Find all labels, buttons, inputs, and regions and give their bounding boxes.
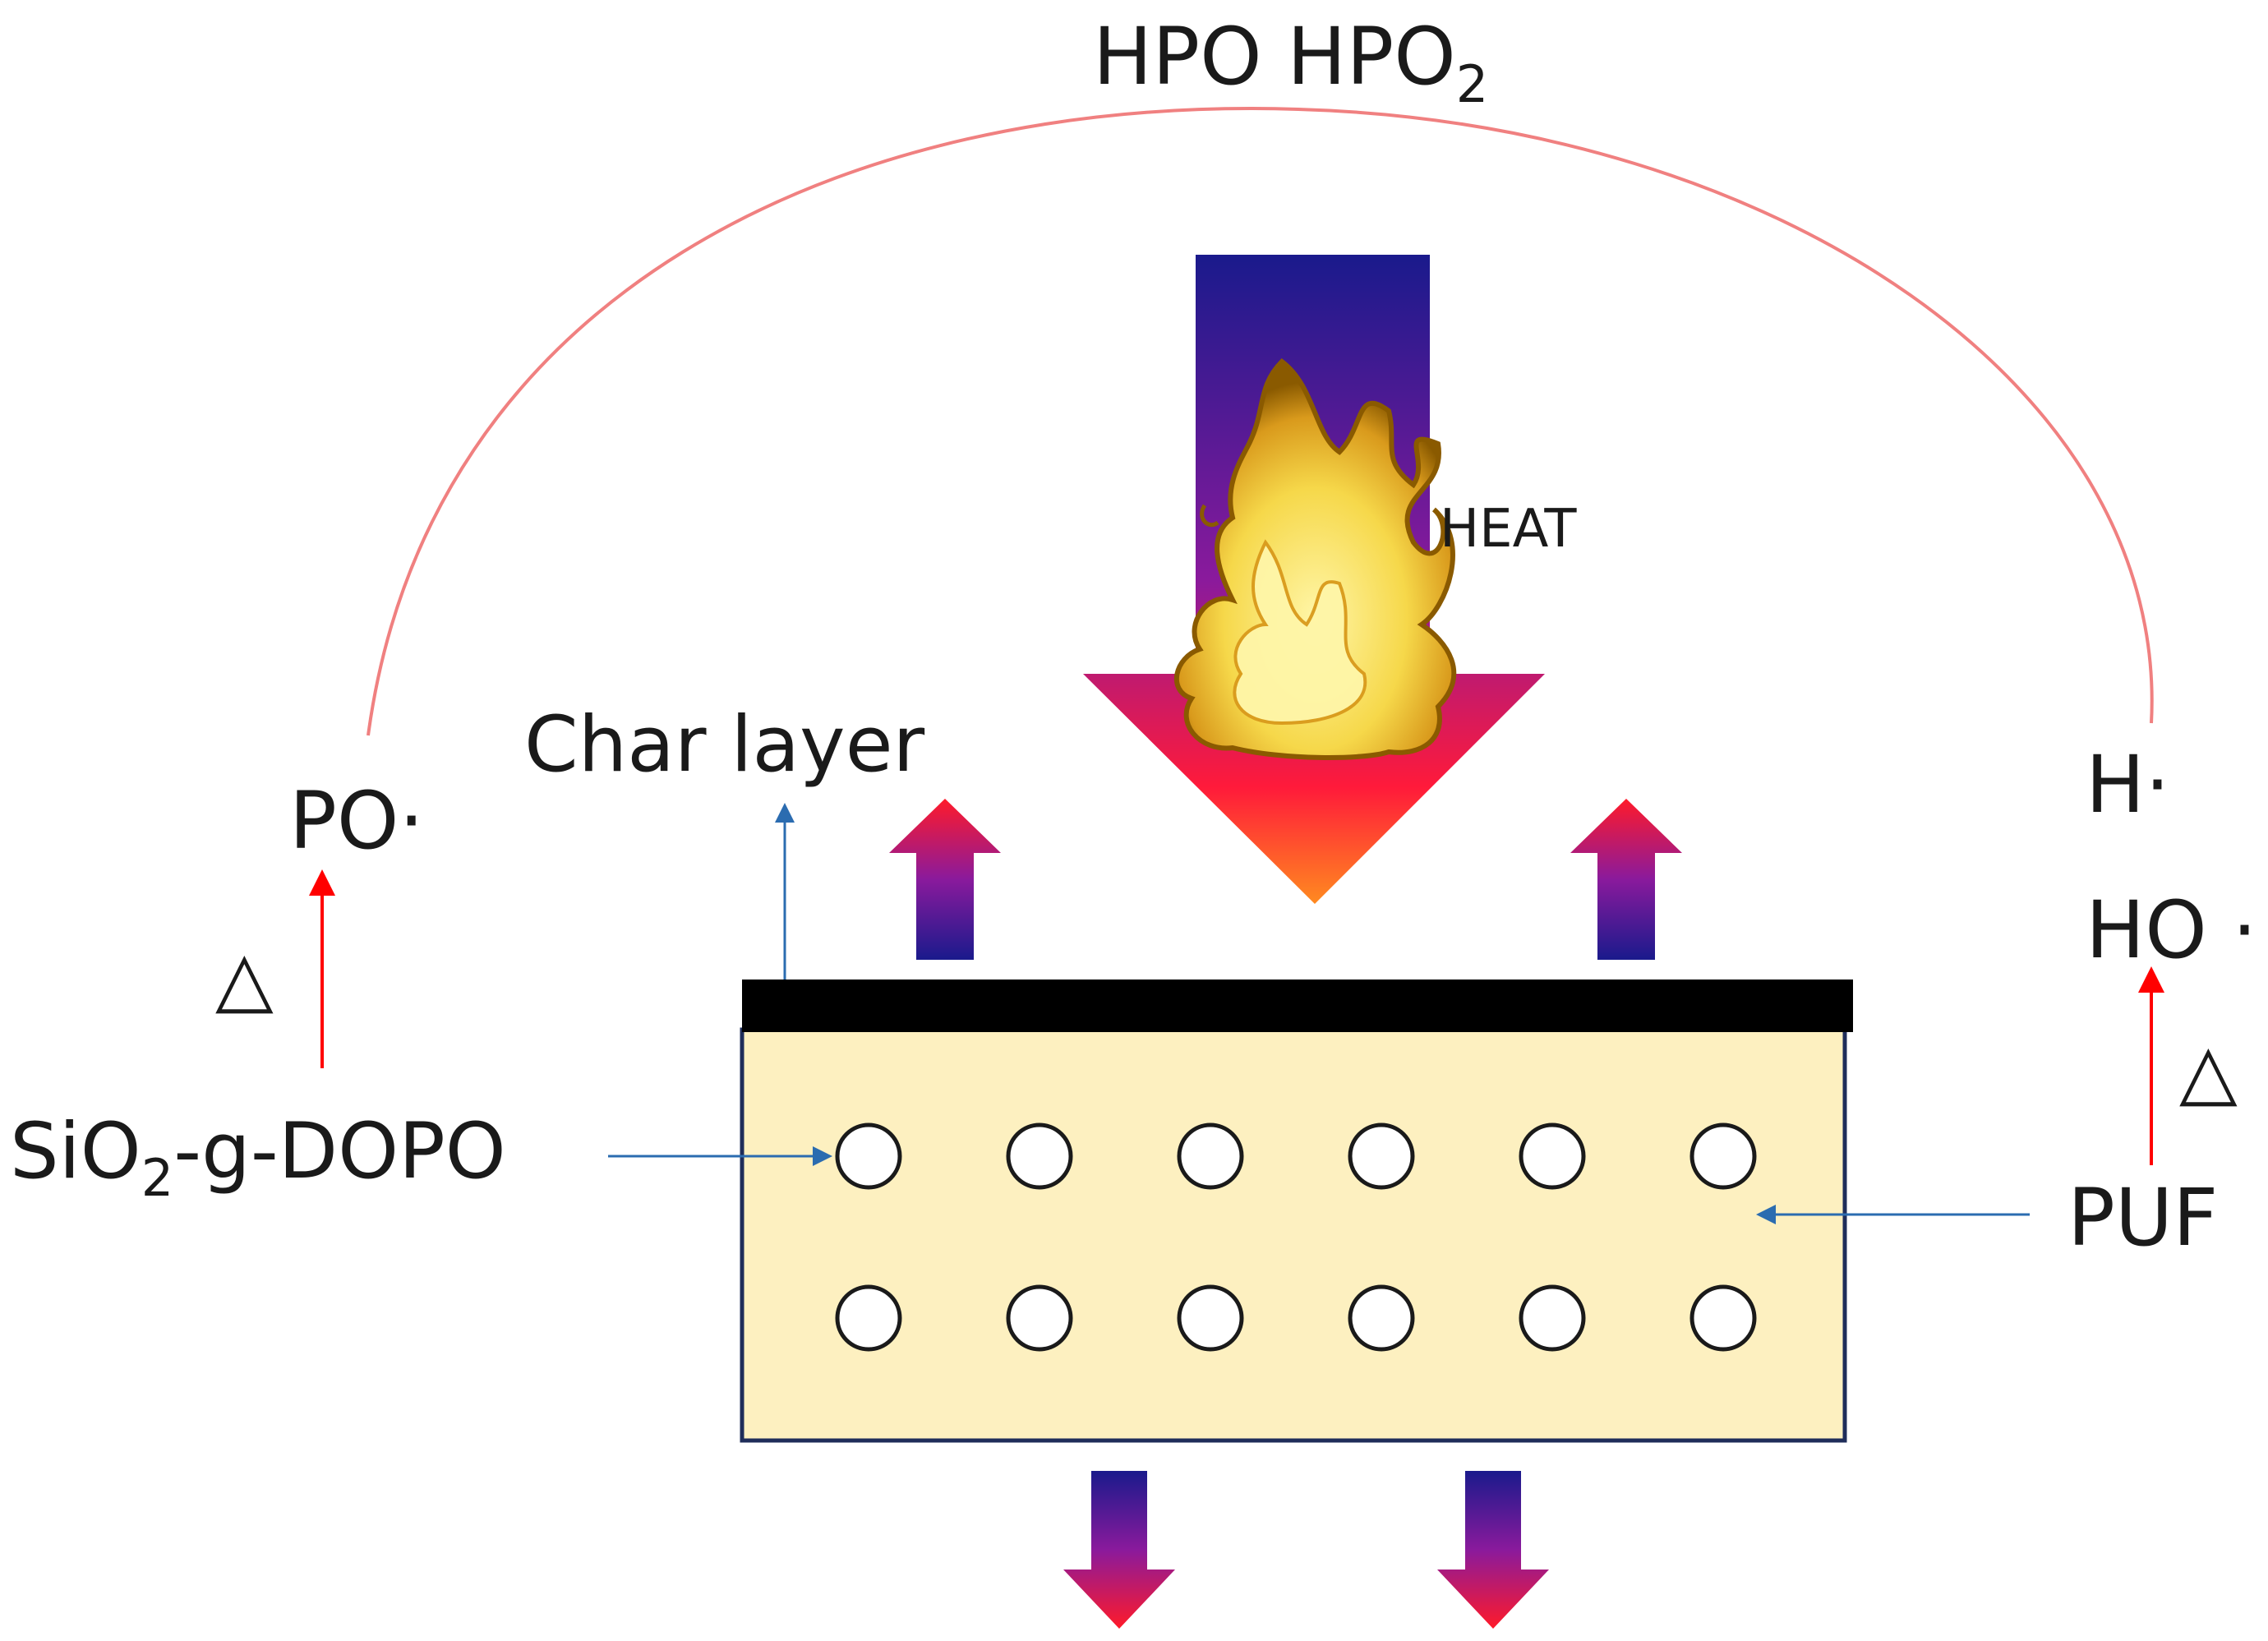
foam-matrix-block: [740, 1027, 1847, 1443]
release-arrow-up-left: [889, 799, 1001, 960]
char-layer-label: Char layer: [524, 700, 925, 790]
particle-circle: [1348, 1122, 1415, 1190]
particle-circle: [835, 1122, 902, 1190]
particle-circle: [835, 1284, 902, 1352]
particle-circle: [1519, 1284, 1586, 1352]
flame-icon: [1174, 358, 1457, 760]
release-arrow-up-right: [1570, 799, 1682, 960]
ho-radical-label: HO ·: [2086, 884, 2257, 976]
particle-circle: [1519, 1122, 1586, 1190]
gas-phase-species-label: HPO HPO2: [1093, 11, 1488, 114]
additive-label: SiO2-g-DOPO: [10, 1107, 506, 1208]
particle-circle: [1006, 1284, 1073, 1352]
particle-circle: [1177, 1284, 1244, 1352]
release-arrow-down-left: [1063, 1471, 1175, 1629]
po-radical-label: PO·: [289, 775, 424, 867]
particle-circle: [1689, 1122, 1757, 1190]
release-arrow-down-right: [1437, 1471, 1549, 1629]
char-layer-bar: [742, 980, 1853, 1032]
particle-circle: [1177, 1122, 1244, 1190]
particle-circle: [1689, 1284, 1757, 1352]
particle-circle: [1348, 1284, 1415, 1352]
right-heating-delta: △: [2179, 1027, 2238, 1115]
radical-cycle-arc: [366, 107, 2154, 736]
matrix-label: PUF: [2067, 1172, 2218, 1264]
h-radical-label: H·: [2086, 739, 2170, 831]
particle-grid: [835, 1122, 1757, 1352]
heat-label: HEAT: [1440, 499, 1577, 560]
particle-circle: [1006, 1122, 1073, 1190]
left-heating-delta: △: [215, 934, 274, 1022]
